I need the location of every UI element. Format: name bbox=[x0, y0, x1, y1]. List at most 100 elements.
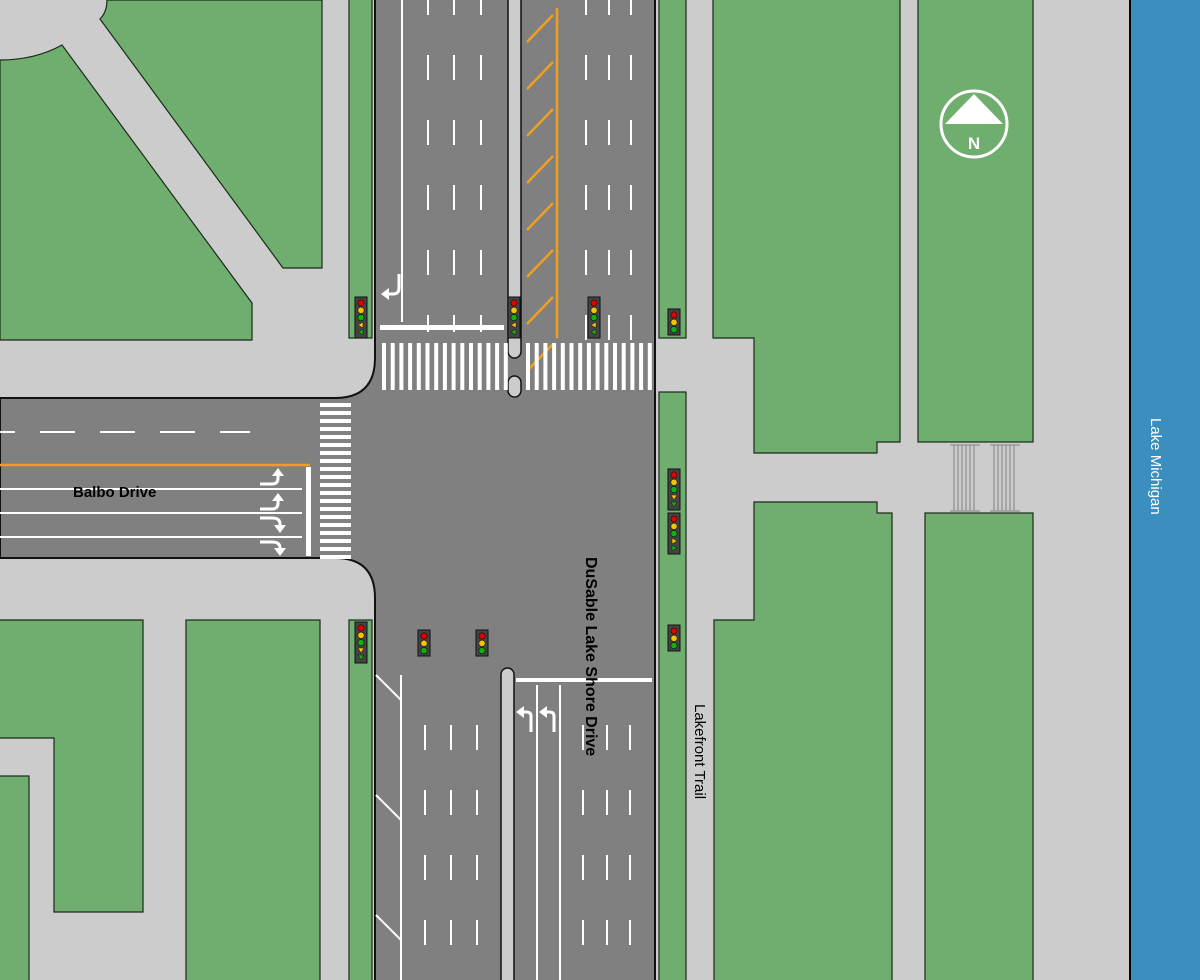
crosswalk-stripe-west bbox=[320, 443, 351, 447]
traffic-signals bbox=[354, 296, 681, 664]
crosswalk-stripe-north-east bbox=[630, 343, 635, 390]
median-hatch-line bbox=[526, 155, 554, 184]
median-hatch-line bbox=[526, 61, 554, 90]
traffic-signal bbox=[667, 468, 681, 511]
crosswalk-stripe-west bbox=[320, 523, 351, 527]
lane-markings bbox=[0, 0, 652, 945]
grass-block-far-ne bbox=[917, 0, 1034, 443]
crosswalk-stripe-west bbox=[320, 403, 351, 407]
crosswalk-stripe-west bbox=[320, 459, 351, 463]
left-turn-arrow-northbound-2 bbox=[539, 706, 556, 732]
grass-block-sw bbox=[0, 619, 144, 913]
compass-north-triangle bbox=[945, 94, 1003, 124]
crosswalk-stripe-north-east bbox=[534, 343, 539, 390]
grass-block-ne bbox=[712, 0, 901, 454]
green-light-icon bbox=[670, 326, 678, 334]
crosswalk-stripe-north-east bbox=[604, 343, 609, 390]
label-dusable-lake-shore-drive: DuSable Lake Shore Drive bbox=[582, 557, 599, 756]
yellow-light-icon bbox=[670, 318, 678, 326]
crosswalk-stripe-north-east bbox=[560, 343, 565, 390]
grass-block-far-se bbox=[924, 512, 1034, 980]
green-light-icon bbox=[357, 314, 365, 322]
green-arrow-light-icon bbox=[671, 544, 678, 552]
green-arrow-light-icon bbox=[590, 328, 597, 336]
median-hatch-line bbox=[526, 343, 554, 372]
left-turn-arrow-eastbound-2 bbox=[260, 493, 284, 511]
crosswalk-stripe-north-west bbox=[434, 343, 439, 390]
crosswalk-stripe-west bbox=[320, 547, 351, 551]
turn-arrows bbox=[260, 274, 556, 732]
edge-hatch-line bbox=[375, 674, 402, 701]
crosswalk-stripe-north-east bbox=[578, 343, 583, 390]
green-light-icon bbox=[478, 647, 486, 655]
crosswalk-stripe-west bbox=[320, 531, 351, 535]
red-light-icon bbox=[420, 632, 428, 640]
yellow-light-icon bbox=[670, 478, 678, 486]
median-hatch-line bbox=[526, 296, 554, 325]
stop-bar-northbound bbox=[516, 678, 652, 682]
green-arrow-light-icon bbox=[510, 328, 517, 336]
green-arrow-light-icon bbox=[670, 501, 678, 508]
green-light-icon bbox=[357, 639, 365, 647]
traffic-signal bbox=[667, 512, 681, 555]
crosswalk-stripe-north-east bbox=[552, 343, 557, 390]
label-lakefront-trail: Lakefront Trail bbox=[691, 704, 708, 799]
crosswalk-stripe-north-west bbox=[382, 343, 386, 390]
crosswalk-stripe-west bbox=[320, 451, 351, 455]
crosswalk-stripe-north-west bbox=[451, 343, 456, 390]
crosswalk-stripe-north-east bbox=[586, 343, 591, 390]
crosswalk-stripe-north-west bbox=[469, 343, 473, 390]
crosswalk-stripe-west bbox=[320, 419, 351, 423]
crosswalk-stripe-north-west bbox=[503, 343, 508, 390]
green-light-icon bbox=[670, 642, 678, 650]
red-light-icon bbox=[510, 299, 518, 307]
traffic-signal bbox=[667, 624, 681, 652]
median-island bbox=[507, 375, 522, 398]
median-hatch-line bbox=[526, 14, 554, 43]
yellow-light-icon bbox=[670, 522, 678, 530]
green-light-icon bbox=[670, 530, 678, 538]
right-turn-arrow-eastbound-1 bbox=[260, 516, 286, 533]
crosswalk-stripe-north-west bbox=[416, 343, 421, 390]
grass-block-sw-mid bbox=[185, 619, 321, 980]
grass-strip-sw bbox=[348, 619, 373, 980]
crosswalk-stripe-north-west bbox=[495, 343, 500, 390]
right-turn-arrow-southbound bbox=[381, 274, 401, 300]
green-light-icon bbox=[510, 314, 518, 322]
yellow-arrow-light-icon bbox=[357, 647, 365, 654]
grass-northwest-lower bbox=[0, 44, 253, 341]
median-hatch-line bbox=[526, 202, 554, 231]
lake-water bbox=[1130, 0, 1200, 980]
crosswalk-stripe-north-east bbox=[613, 343, 617, 390]
label-balbo-drive: Balbo Drive bbox=[73, 484, 156, 501]
crosswalk-stripe-west bbox=[320, 427, 351, 431]
yellow-arrow-light-icon bbox=[510, 321, 517, 329]
traffic-signal bbox=[667, 308, 681, 336]
median-north bbox=[507, 0, 522, 359]
stop-bar-southbound bbox=[380, 325, 504, 330]
grass-strip-ne bbox=[658, 0, 687, 339]
crosswalk-stripe-north-west bbox=[390, 343, 395, 390]
fixed-markings bbox=[0, 0, 652, 980]
crosswalk-stripe-west bbox=[320, 483, 351, 487]
median-hatch-line bbox=[526, 108, 554, 137]
park-areas bbox=[0, 0, 1034, 980]
yellow-arrow-light-icon bbox=[670, 494, 678, 501]
red-light-icon bbox=[670, 515, 678, 523]
crosswalk-stripe-north-east bbox=[639, 343, 644, 390]
compass-letter: N bbox=[968, 134, 980, 153]
red-light-icon bbox=[590, 299, 598, 307]
green-light-icon bbox=[590, 314, 598, 322]
right-turn-arrow-eastbound-2 bbox=[260, 540, 286, 556]
yellow-light-icon bbox=[420, 639, 428, 647]
yellow-light-icon bbox=[478, 639, 486, 647]
crosswalk-stripe-west bbox=[320, 507, 351, 511]
crosswalk-stripe-north-east bbox=[621, 343, 626, 390]
grass-block-se bbox=[713, 501, 893, 980]
left-turn-arrow-eastbound-1 bbox=[260, 468, 284, 486]
crosswalk-stripe-west bbox=[320, 515, 351, 519]
red-light-icon bbox=[357, 299, 365, 307]
green-arrow-light-icon bbox=[357, 328, 364, 336]
crosswalk-stripe-west bbox=[320, 491, 351, 495]
crosswalk-stripe-north-east bbox=[569, 343, 574, 390]
